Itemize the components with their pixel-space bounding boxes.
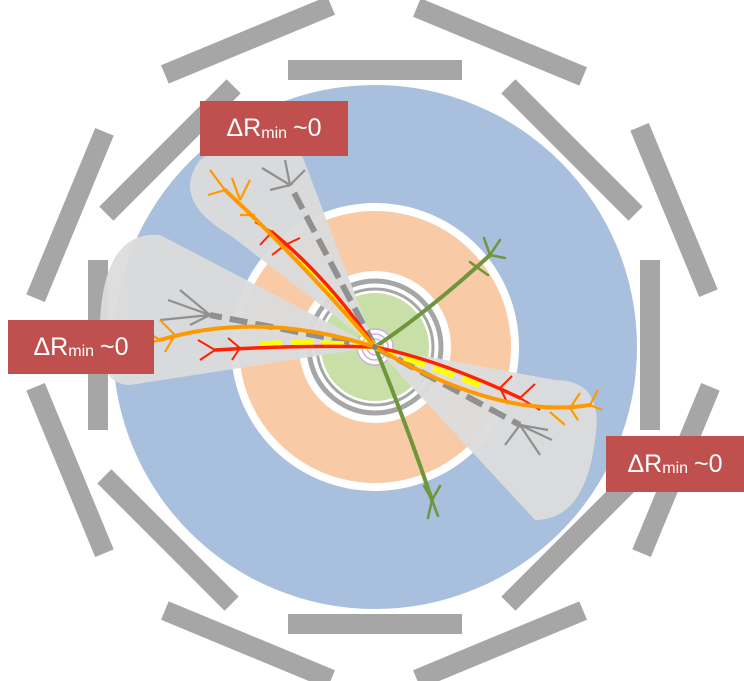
muon-chamber-bar bbox=[288, 60, 462, 80]
delta-r-symbol: ΔR bbox=[226, 114, 262, 142]
delta-r-subscript: min bbox=[662, 460, 689, 477]
delta-r-value: ~0 bbox=[293, 114, 322, 142]
muon-chamber-bar bbox=[413, 0, 587, 86]
muon-chamber-bar bbox=[640, 260, 660, 430]
delta-r-value: ~0 bbox=[694, 449, 723, 478]
muon-chamber-bar bbox=[413, 601, 587, 681]
muon-chamber-bar bbox=[501, 469, 643, 611]
gray-branches bbox=[159, 159, 553, 456]
delta-r-subscript: min bbox=[68, 343, 95, 360]
muon-chamber-bar bbox=[630, 123, 718, 297]
delta-r-subscript: min bbox=[261, 124, 288, 142]
interaction-vertex bbox=[372, 344, 378, 350]
muon-chamber-bar bbox=[161, 601, 335, 681]
muon-track bbox=[373, 236, 507, 520]
delta-r-symbol: ΔR bbox=[627, 449, 663, 478]
muon-chamber-bar bbox=[288, 614, 462, 634]
muon-chamber-ring bbox=[26, 0, 720, 681]
muon-chamber-bar bbox=[26, 128, 114, 302]
jet-cone-right bbox=[375, 347, 597, 520]
delta-r-symbol: ΔR bbox=[33, 332, 69, 361]
muon-chamber-bar bbox=[97, 469, 239, 611]
muon-chamber-bar bbox=[26, 383, 114, 557]
orange-tracks bbox=[158, 188, 592, 410]
muon-chamber-bar bbox=[501, 79, 643, 221]
muon-chamber-bar bbox=[161, 0, 335, 84]
delta-r-value: ~0 bbox=[100, 332, 129, 361]
